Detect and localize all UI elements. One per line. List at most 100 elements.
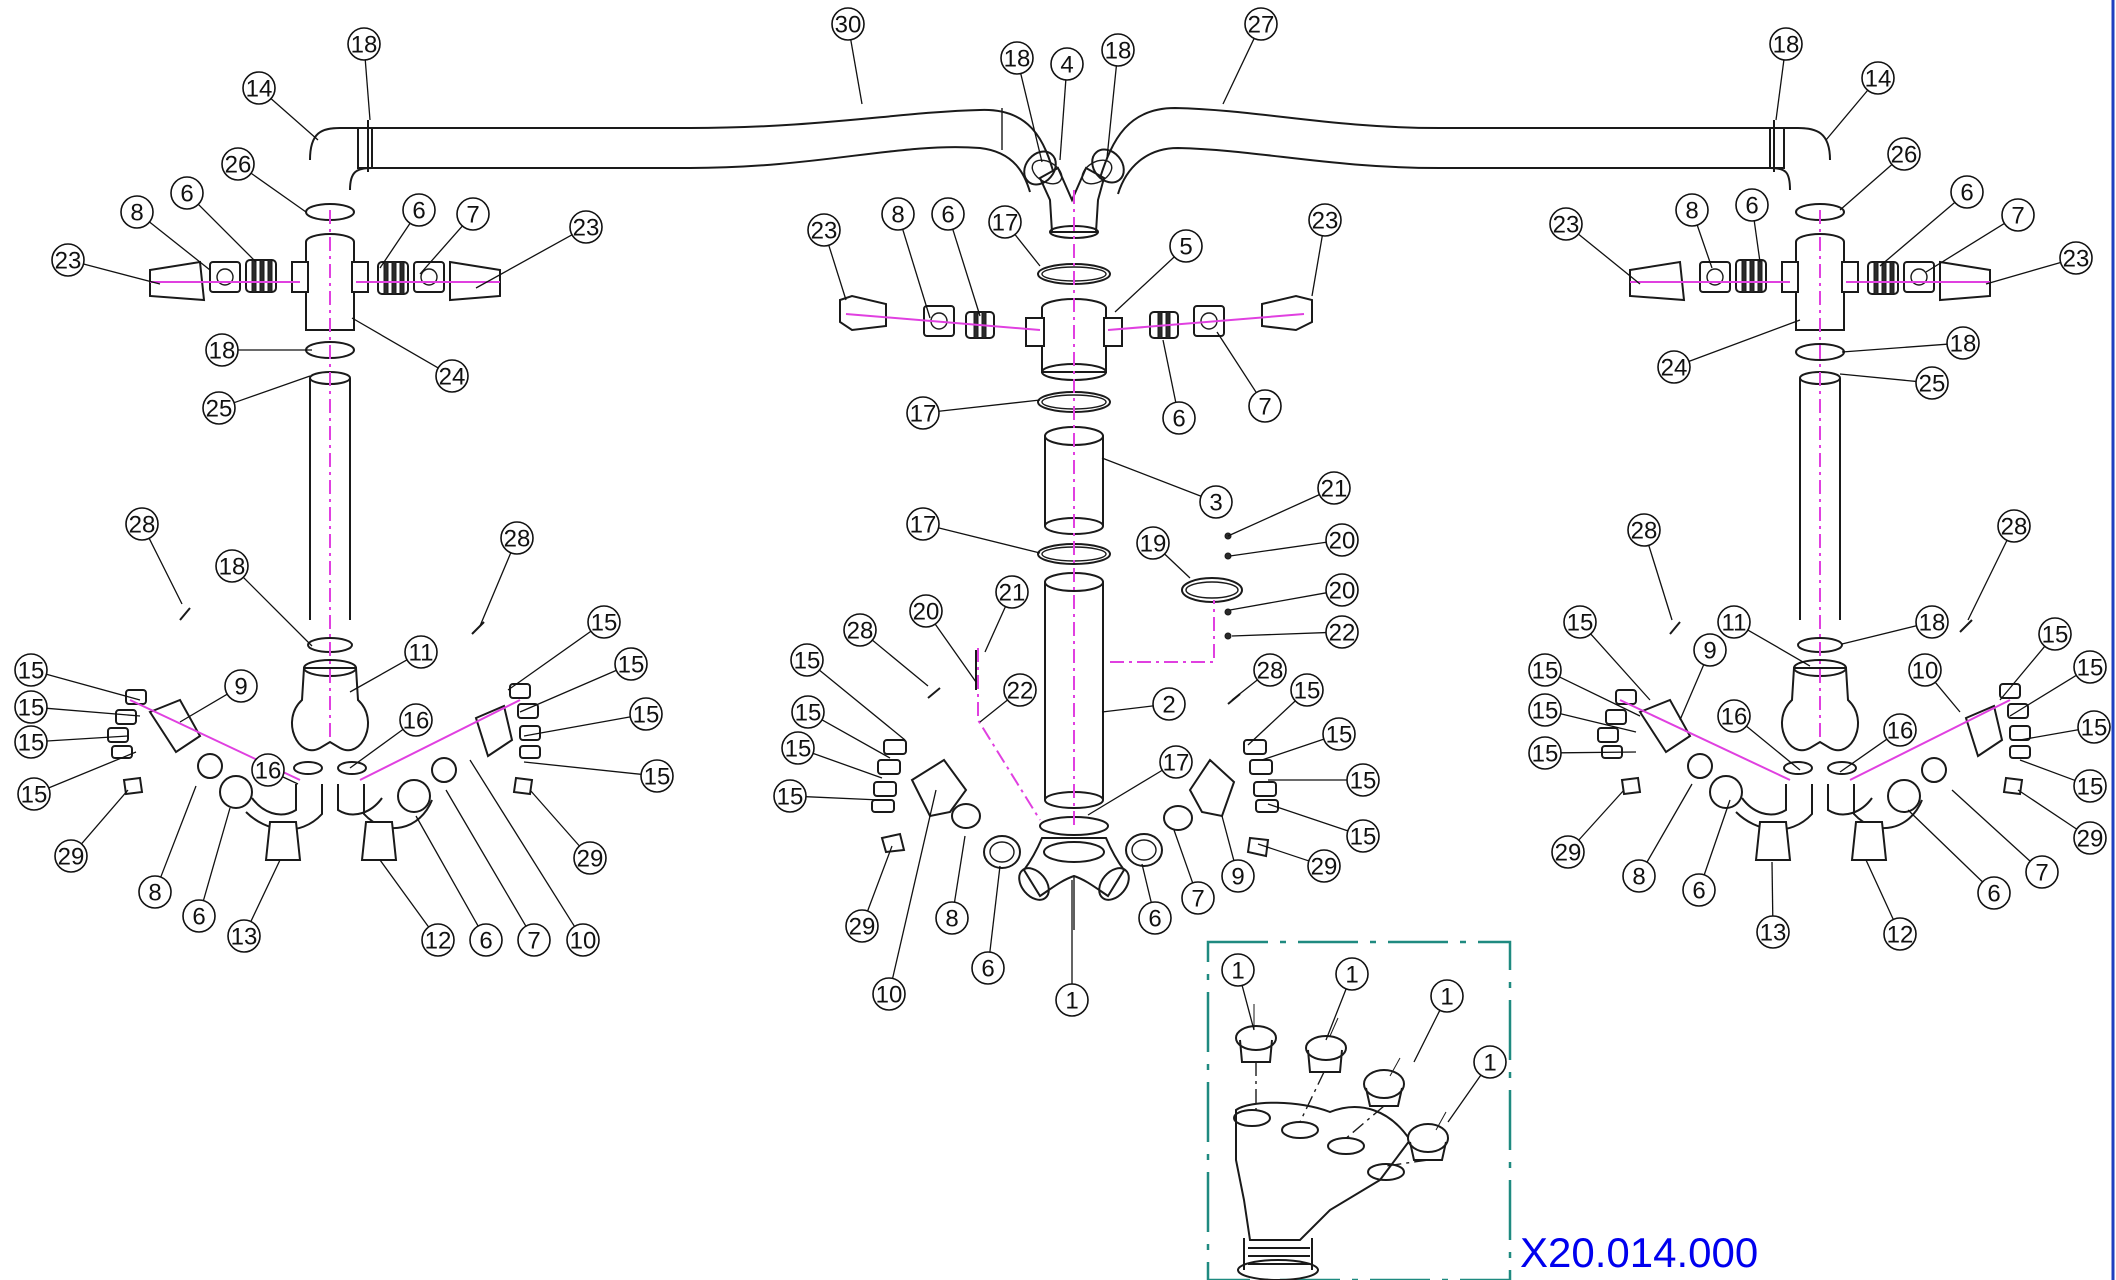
callout-number: 29 (1555, 840, 1582, 867)
callout-number: 1 (1483, 1050, 1496, 1077)
callout-circle (831, 7, 865, 41)
leader-line (871, 639, 929, 687)
callout-number: 25 (1919, 371, 1946, 398)
lower-right-manifold (1125, 739, 1279, 867)
callout-circle (1861, 61, 1895, 95)
callout-6: 6 (1735, 188, 1769, 263)
callout-1: 1 (1221, 953, 1255, 1031)
callout-circle (54, 839, 88, 873)
leader-line (160, 785, 197, 878)
callout-circle (1946, 326, 1980, 360)
callout-21: 21 (1227, 471, 1351, 537)
callout-number: 19 (1140, 531, 1167, 558)
callout-circle (17, 777, 51, 811)
callout-22: 22 (979, 673, 1037, 723)
leader-line (507, 630, 592, 691)
callout-circle (1769, 27, 1803, 61)
leader-line (475, 234, 573, 289)
callout-number: 7 (466, 202, 479, 229)
callout-number: 6 (941, 202, 954, 229)
callout-number: 15 (2077, 774, 2104, 801)
callout-18: 18 (215, 549, 313, 647)
callout-circle (1346, 819, 1380, 853)
callout-circle (1563, 605, 1597, 639)
leader-line (419, 225, 463, 275)
leader-line (1925, 222, 2005, 273)
callout-circle (1908, 653, 1942, 687)
leader-line (351, 317, 439, 369)
callout-number: 9 (1703, 638, 1716, 665)
callout-24: 24 (351, 317, 469, 393)
leader-line (1261, 738, 1325, 761)
callout-15: 15 (523, 759, 674, 793)
leader-line (2019, 729, 2079, 741)
callout-circle (421, 923, 455, 957)
hose-27 (1099, 106, 1770, 195)
callout-11: 11 (349, 635, 438, 693)
callout-number: 15 (21, 782, 48, 809)
callout-number: 15 (618, 652, 645, 679)
leader-line (818, 669, 906, 741)
callout-13: 13 (1756, 861, 1790, 949)
y-piece-4 (1031, 159, 1113, 239)
callout-circle (1253, 653, 1287, 687)
callout-20: 20 (1229, 523, 1359, 557)
callout-17: 17 (1087, 745, 1193, 816)
leader-line (989, 865, 1001, 953)
callout-circle (1050, 47, 1084, 81)
callout-18: 18 (1841, 326, 1980, 360)
callout-28: 28 (1627, 513, 1673, 621)
callout-number: 6 (981, 956, 994, 983)
callout-circle (517, 923, 551, 957)
right-assembly (1597, 120, 2031, 861)
callout-circle (1003, 673, 1037, 707)
leader-line (415, 815, 479, 927)
callout-number: 14 (246, 76, 273, 103)
leader-line (523, 761, 642, 775)
callout-number: 26 (1891, 142, 1918, 169)
leader-line (2009, 674, 2077, 717)
leader-line (1229, 592, 1327, 611)
callout-circle (1325, 573, 1359, 607)
leader-line (1841, 343, 1948, 353)
callout-number: 7 (527, 928, 540, 955)
callout-number: 5 (1179, 234, 1192, 261)
callout-15: 15 (781, 731, 883, 779)
callout-number: 15 (1350, 824, 1377, 851)
callout-18: 18 (347, 27, 381, 121)
callout-circle (1181, 881, 1215, 915)
callout-circle (2038, 617, 2072, 651)
leader-line (1020, 73, 1043, 163)
callout-circle (931, 197, 965, 231)
callout-29: 29 (2017, 789, 2107, 855)
callout-number: 29 (849, 914, 876, 941)
callout-circle (1317, 471, 1351, 505)
callout-23: 23 (475, 210, 603, 289)
callout-number: 8 (1685, 198, 1698, 225)
leader-line (270, 98, 319, 141)
leader-line (1087, 769, 1163, 816)
callout-number: 16 (1887, 718, 1914, 745)
callout-number: 23 (573, 215, 600, 242)
callout-number: 15 (633, 702, 660, 729)
callout-number: 28 (129, 512, 156, 539)
callout-circle (629, 697, 663, 731)
callout-21: 21 (984, 575, 1029, 653)
callout-29: 29 (1257, 843, 1341, 883)
callout-number: 1 (1065, 988, 1078, 1015)
callout-22: 22 (1231, 615, 1359, 649)
leader-line (523, 716, 631, 737)
callout-2: 2 (1101, 687, 1186, 721)
callout-7: 7 (445, 789, 551, 957)
leader-line (1257, 843, 1310, 862)
callout-10: 10 (1908, 653, 1961, 713)
drawing-number: X20.014.000 (1520, 1229, 1759, 1276)
callout-number: 17 (992, 210, 1019, 237)
callout-25: 25 (1839, 366, 1949, 400)
leader-line (1879, 201, 1956, 267)
callout-circle (1346, 763, 1380, 797)
callout-18: 18 (1769, 27, 1803, 121)
leader-line (250, 859, 281, 922)
leader-line (1825, 89, 1869, 141)
callout-circle (456, 197, 490, 231)
